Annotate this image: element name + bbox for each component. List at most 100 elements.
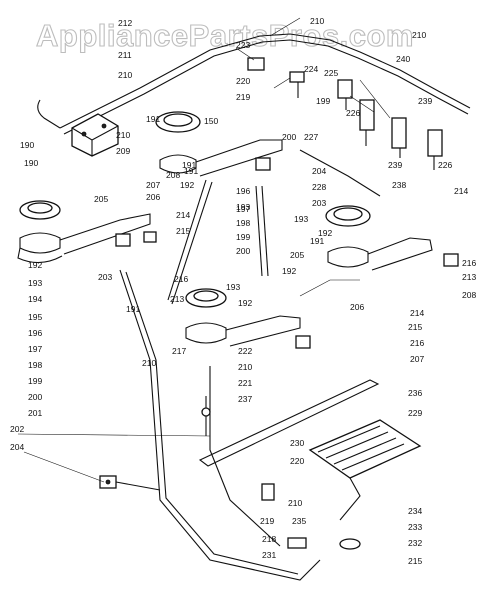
part-callout-215: 215 bbox=[408, 556, 422, 566]
part-callout-230: 230 bbox=[290, 438, 304, 448]
part-callout-240: 240 bbox=[396, 54, 410, 64]
part-callout-216: 216 bbox=[462, 258, 476, 268]
part-callout-192: 192 bbox=[282, 266, 296, 276]
part-callout-203: 203 bbox=[98, 272, 112, 282]
part-callout-202: 202 bbox=[10, 424, 24, 434]
part-callout-190: 190 bbox=[20, 140, 34, 150]
part-callout-222: 222 bbox=[238, 346, 252, 356]
part-callout-196: 196 bbox=[236, 186, 250, 196]
part-callout-150: 150 bbox=[204, 116, 218, 126]
part-callout-214: 214 bbox=[454, 186, 468, 196]
part-callout-218: 218 bbox=[262, 534, 276, 544]
part-callout-220: 220 bbox=[290, 456, 304, 466]
part-callout-193: 193 bbox=[226, 282, 240, 292]
part-callout-224: 224 bbox=[304, 64, 318, 74]
part-callout-226: 226 bbox=[438, 160, 452, 170]
part-callout-194: 194 bbox=[28, 294, 42, 304]
part-callout-232: 232 bbox=[408, 538, 422, 548]
part-callout-193: 193 bbox=[294, 214, 308, 224]
part-callout-199: 199 bbox=[28, 376, 42, 386]
burner-right bbox=[325, 205, 433, 271]
part-callout-209: 209 bbox=[116, 146, 130, 156]
part-callout-206: 206 bbox=[350, 302, 364, 312]
brackets bbox=[115, 157, 459, 349]
part-callout-216: 216 bbox=[174, 274, 188, 284]
part-callout-199: 199 bbox=[236, 232, 250, 242]
part-callout-200: 200 bbox=[28, 392, 42, 402]
part-callout-191: 191 bbox=[182, 160, 196, 170]
part-callout-217: 217 bbox=[172, 346, 186, 356]
burner-left bbox=[17, 200, 151, 264]
part-callout-238: 238 bbox=[392, 180, 406, 190]
part-callout-200: 200 bbox=[236, 246, 250, 256]
part-callout-205: 205 bbox=[94, 194, 108, 204]
part-callout-231: 231 bbox=[262, 550, 276, 560]
part-callout-220: 220 bbox=[236, 76, 250, 86]
part-callout-204: 204 bbox=[312, 166, 326, 176]
part-callout-213: 213 bbox=[462, 272, 476, 282]
part-callout-219: 219 bbox=[260, 516, 274, 526]
burner-valves bbox=[247, 57, 443, 170]
part-callout-210: 210 bbox=[118, 70, 132, 80]
part-callout-208: 208 bbox=[462, 290, 476, 300]
callout-labels: 212 211 210 210 223 224 225 220 219 199 226 191 190 1… bbox=[10, 16, 476, 566]
pressure-regulator bbox=[71, 113, 119, 157]
part-callout-229: 229 bbox=[408, 408, 422, 418]
burner-front bbox=[185, 288, 301, 347]
part-callout-237: 237 bbox=[238, 394, 252, 404]
part-callout-219: 219 bbox=[236, 92, 250, 102]
part-callout-208: 208 bbox=[166, 170, 180, 180]
broiler-burner bbox=[308, 419, 422, 521]
part-callout-199: 199 bbox=[316, 96, 330, 106]
gas-tubes bbox=[119, 149, 381, 581]
part-callout-207: 207 bbox=[146, 180, 160, 190]
part-callout-214: 214 bbox=[176, 210, 190, 220]
part-callout-213: 213 bbox=[170, 294, 184, 304]
part-callout-235: 235 bbox=[292, 516, 306, 526]
part-callout-233: 233 bbox=[408, 522, 422, 532]
leader-lines bbox=[17, 17, 391, 483]
part-callout-191: 191 bbox=[184, 166, 198, 176]
part-callout-216: 216 bbox=[410, 338, 424, 348]
part-callout-197: 197 bbox=[236, 204, 250, 214]
part-callout-225: 225 bbox=[324, 68, 338, 78]
part-callout-191: 191 bbox=[146, 114, 160, 124]
part-callout-195: 195 bbox=[28, 312, 42, 322]
part-callout-191: 191 bbox=[310, 236, 324, 246]
broiler-rail bbox=[198, 379, 380, 467]
safety-valve bbox=[99, 475, 161, 491]
part-callout-210: 210 bbox=[412, 30, 426, 40]
part-callout-223: 223 bbox=[236, 40, 250, 50]
watermark: AppliancePartsPros.com bbox=[36, 18, 414, 53]
part-callout-192: 192 bbox=[28, 260, 42, 270]
part-callout-201: 201 bbox=[28, 408, 42, 418]
part-callout-210: 210 bbox=[116, 130, 130, 140]
part-callout-210: 210 bbox=[310, 16, 324, 26]
part-callout-205: 205 bbox=[290, 250, 304, 260]
part-callout-212: 212 bbox=[118, 18, 132, 28]
part-callout-192: 192 bbox=[318, 228, 332, 238]
part-callout-214: 214 bbox=[410, 308, 424, 318]
part-callout-192: 192 bbox=[238, 298, 252, 308]
part-callout-193: 193 bbox=[28, 278, 42, 288]
part-callout-196: 196 bbox=[28, 328, 42, 338]
part-callout-210: 210 bbox=[238, 362, 252, 372]
part-callout-190: 190 bbox=[24, 158, 38, 168]
part-callout-198: 198 bbox=[236, 218, 250, 228]
part-callout-191: 191 bbox=[126, 304, 140, 314]
part-callout-215: 215 bbox=[408, 322, 422, 332]
part-callout-228: 228 bbox=[312, 182, 326, 192]
manifold-pipe bbox=[37, 33, 471, 135]
part-callout-226: 226 bbox=[346, 108, 360, 118]
part-callout-227: 227 bbox=[304, 132, 318, 142]
part-callout-215: 215 bbox=[176, 226, 190, 236]
part-callout-210: 210 bbox=[142, 358, 156, 368]
burner-rear-left bbox=[155, 111, 283, 177]
part-callout-193: 193 bbox=[236, 202, 250, 212]
part-callout-211: 211 bbox=[118, 50, 132, 60]
part-callout-239: 239 bbox=[418, 96, 432, 106]
part-callout-207: 207 bbox=[410, 354, 424, 364]
part-callout-200: 200 bbox=[282, 132, 296, 142]
part-callout-203: 203 bbox=[312, 198, 326, 208]
